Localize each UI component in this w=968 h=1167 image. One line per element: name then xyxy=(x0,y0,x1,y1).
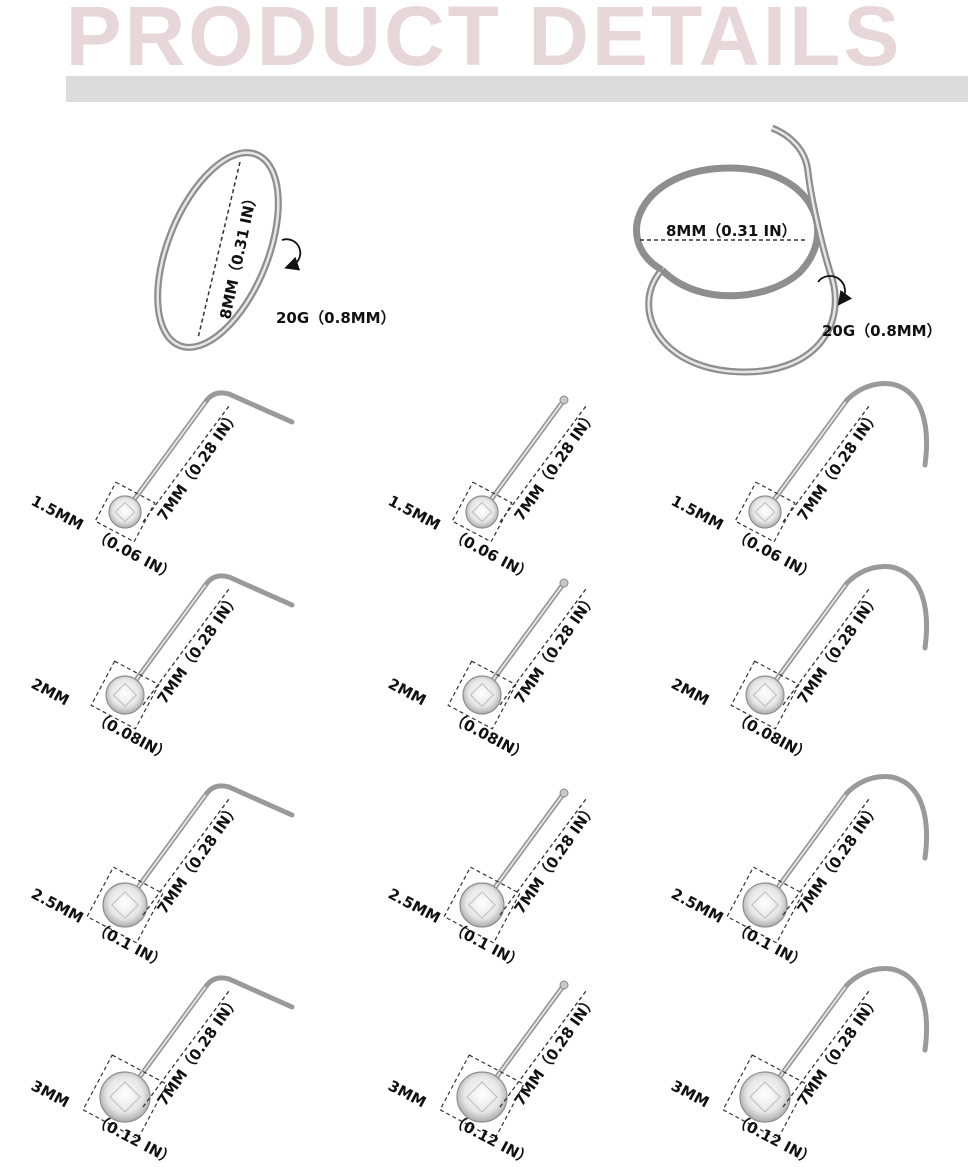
page-title: PRODUCT DETAILS xyxy=(65,0,903,83)
stud-screw: 7MM（0.28 IN）3MM（0.12 IN） xyxy=(668,966,930,1167)
gem-size-label: 2.5MM xyxy=(385,885,443,927)
gem-size-label: 2MM xyxy=(28,675,72,710)
length-guide xyxy=(142,798,230,916)
gem-size-label: 1.5MM xyxy=(28,492,86,534)
double-nose-ring: 8MM（0.31 IN） 20G（0.8MM） xyxy=(633,124,942,376)
gem-inch-label: （0.08IN） xyxy=(730,709,814,765)
stud-length-label: 7MM（0.28 IN） xyxy=(794,590,884,707)
stud-length-label: 7MM（0.28 IN） xyxy=(511,407,601,524)
stud-l-shape: 7MM（0.28 IN）3MM（0.12 IN） xyxy=(28,975,295,1167)
gem-size-guide xyxy=(443,866,521,944)
stud-screw: 7MM（0.28 IN） 1.5MM（0.06 IN） xyxy=(668,381,930,584)
stud-length-label: 7MM（0.28 IN） xyxy=(154,407,244,524)
gem-inch-label: （0.06 IN） xyxy=(90,526,178,584)
stud-l-shape: 7MM（0.28 IN）2.5MM（0.1 IN） xyxy=(28,783,295,972)
length-guide xyxy=(142,405,230,523)
gem-inch-label: （0.08IN） xyxy=(447,709,531,765)
stud-length-label: 7MM（0.28 IN） xyxy=(794,407,884,524)
stud-straight: 7MM（0.28 IN） 2MM （0.08IN） xyxy=(385,578,601,765)
gem-inch-label: （0.08IN） xyxy=(90,709,174,765)
stud-length-label: 7MM（0.28 IN） xyxy=(511,590,601,707)
stud-screw: 7MM（0.28 IN） 2MM （0.08IN） xyxy=(668,564,930,765)
gem-size-guide xyxy=(94,481,156,543)
gem-size-label: 2MM xyxy=(385,675,429,710)
stud-l-shape: 7MM（0.28 IN） 2MM （0.08IN） xyxy=(28,573,295,765)
title-underline-bar xyxy=(66,76,968,102)
double-ring-gauge-label: 20G（0.8MM） xyxy=(822,322,942,340)
gem-size-guide xyxy=(722,1054,808,1140)
gem-inch-label: （0.06 IN） xyxy=(730,526,818,584)
length-guide xyxy=(782,990,870,1108)
rotate-arrow-icon xyxy=(817,275,853,306)
gem-size-guide xyxy=(82,1054,168,1140)
gem-size-guide xyxy=(451,481,513,543)
gem-size-label: 1.5MM xyxy=(668,492,726,534)
gem-size-label: 2.5MM xyxy=(28,885,86,927)
stud-length-label: 7MM（0.28 IN） xyxy=(511,992,601,1109)
gem-size-label: 2.5MM xyxy=(668,885,726,927)
gem-size-label: 3MM xyxy=(28,1077,72,1112)
gem-size-guide xyxy=(726,866,804,944)
length-guide xyxy=(782,405,870,523)
length-guide xyxy=(499,588,587,706)
gem-size-guide xyxy=(86,866,164,944)
stud-length-label: 7MM（0.28 IN） xyxy=(154,992,244,1109)
length-guide xyxy=(142,588,230,706)
gem-size-label: 3MM xyxy=(668,1077,712,1112)
length-guide xyxy=(142,990,230,1108)
stud-grid: 7MM（0.28 IN）1.5MM（0.06 IN）7MM（0.28 IN）1.… xyxy=(28,381,930,1167)
stud-straight: 7MM（0.28 IN）3MM（0.12 IN） xyxy=(385,980,601,1167)
gem-size-guide xyxy=(439,1054,525,1140)
double-ring-size-label: 8MM（0.31 IN） xyxy=(666,222,797,240)
stud-length-label: 7MM（0.28 IN） xyxy=(511,800,601,917)
ring-size-label: 8MM（0.31 IN） xyxy=(216,189,261,321)
ring-diameter-line xyxy=(197,161,241,339)
gem-size-label: 1.5MM xyxy=(385,492,443,534)
stud-l-shape: 7MM（0.28 IN） 1.5MM（0.06 IN） xyxy=(28,390,295,584)
stud-length-label: 7MM（0.28 IN） xyxy=(154,590,244,707)
stud-length-label: 7MM（0.28 IN） xyxy=(794,800,884,917)
single-nose-ring: 8MM（0.31 IN） 20G（0.8MM） xyxy=(154,149,396,351)
stud-length-label: 7MM（0.28 IN） xyxy=(794,992,884,1109)
length-guide xyxy=(782,588,870,706)
length-guide xyxy=(499,798,587,916)
stud-straight: 7MM（0.28 IN）2.5MM（0.1 IN） xyxy=(385,788,601,972)
stud-straight: 7MM（0.28 IN） 1.5MM（0.06 IN） xyxy=(385,395,601,584)
gem-inch-label: （0.06 IN） xyxy=(447,526,535,584)
stud-screw: 7MM（0.28 IN）2.5MM（0.1 IN） xyxy=(668,774,930,972)
length-guide xyxy=(499,990,587,1108)
gem-size-label: 3MM xyxy=(385,1077,429,1112)
gem-size-label: 2MM xyxy=(668,675,712,710)
gem-size-guide xyxy=(734,481,796,543)
gem-size-guide xyxy=(447,660,517,730)
ring-gauge-label: 20G（0.8MM） xyxy=(276,309,396,327)
length-guide xyxy=(499,405,587,523)
rotate-arrow-icon xyxy=(281,238,302,271)
length-guide xyxy=(782,798,870,916)
stud-length-label: 7MM（0.28 IN） xyxy=(154,800,244,917)
